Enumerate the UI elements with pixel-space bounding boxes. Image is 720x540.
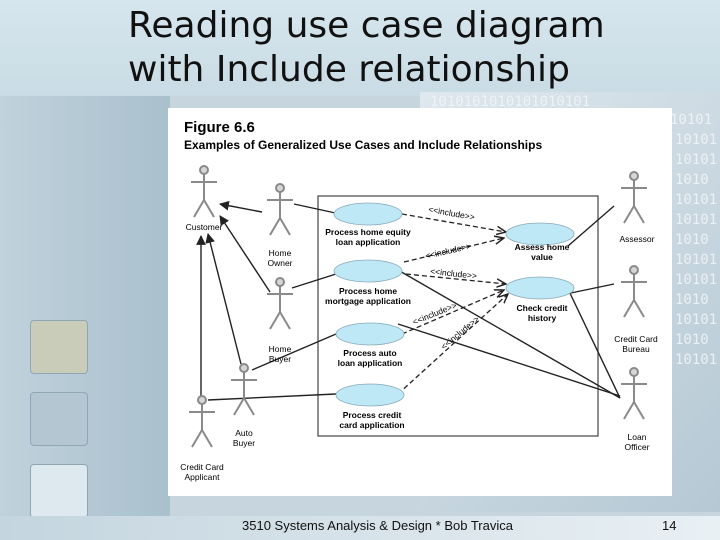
- svg-text:Buyer: Buyer: [269, 354, 291, 364]
- use-case-assess-home-value: Assess home value: [505, 222, 575, 262]
- use-case-process-auto-loan: Process auto loan application: [335, 322, 405, 368]
- svg-text:history: history: [528, 313, 557, 323]
- use-case-diagram-figure: Figure 6.6 Examples of Generalized Use C…: [168, 108, 672, 496]
- actor-home-owner: Home Owner: [267, 183, 293, 268]
- svg-text:mortgage application: mortgage application: [325, 296, 411, 306]
- svg-text:loan application: loan application: [336, 237, 401, 247]
- svg-text:card application: card application: [339, 420, 404, 430]
- footer-text: 3510 Systems Analysis & Design * Bob Tra…: [242, 518, 513, 533]
- use-case-check-credit-history: Check credit history: [505, 276, 575, 323]
- svg-text:loan application: loan application: [338, 358, 403, 368]
- decorative-square-1: [30, 320, 88, 374]
- svg-text:Check credit: Check credit: [516, 303, 567, 313]
- association-lines: [207, 203, 621, 401]
- svg-text:Auto: Auto: [235, 428, 253, 438]
- svg-text:Assessor: Assessor: [620, 234, 655, 244]
- svg-text:Owner: Owner: [267, 258, 292, 268]
- slide-title: Reading use case diagram with Include re…: [128, 4, 605, 92]
- decorative-square-3: [30, 464, 88, 518]
- use-case-process-home-mortgage: Process home mortgage application: [325, 259, 411, 306]
- include-label-5: <<include>>: [439, 314, 481, 352]
- actor-auto-buyer: Auto Buyer: [231, 363, 257, 448]
- figure-label: Figure 6.6: [184, 119, 255, 136]
- svg-text:Credit Card: Credit Card: [614, 334, 658, 344]
- svg-text:Credit Card: Credit Card: [180, 462, 224, 472]
- actor-loan-officer: Loan Officer: [621, 367, 650, 452]
- include-label-3: <<include>>: [430, 266, 478, 281]
- slide-title-line-1: Reading use case diagram: [128, 5, 605, 46]
- include-label-2: <<include>>: [424, 241, 472, 261]
- decorative-square-2: [30, 392, 88, 446]
- use-case-process-credit-card: Process credit card application: [335, 383, 405, 430]
- svg-text:Buyer: Buyer: [233, 438, 255, 448]
- footer-bar: [0, 516, 720, 540]
- svg-text:value: value: [531, 252, 553, 262]
- include-relationship-lines: [397, 213, 508, 395]
- svg-text:Assess home: Assess home: [515, 242, 570, 252]
- actor-customer: Customer: [186, 165, 223, 232]
- slide-header: [0, 0, 720, 96]
- svg-text:Process home equity: Process home equity: [325, 227, 411, 237]
- left-decorative-band: [0, 96, 170, 516]
- svg-text:Officer: Officer: [625, 442, 650, 452]
- use-case-process-home-equity: Process home equity loan application: [325, 202, 411, 247]
- use-case-diagram: Figure 6.6 Examples of Generalized Use C…: [180, 119, 658, 482]
- include-label-4: <<include>>: [411, 300, 458, 327]
- system-boundary: [317, 195, 599, 437]
- figure-caption: Examples of Generalized Use Cases and In…: [184, 138, 542, 152]
- svg-text:Process home: Process home: [339, 286, 397, 296]
- slide-title-line-2: with Include relationship: [128, 49, 570, 90]
- generalization-lines: [196, 200, 271, 396]
- svg-text:Process credit: Process credit: [343, 410, 402, 420]
- actor-credit-card-bureau: Credit Card Bureau: [614, 265, 658, 354]
- svg-text:Home: Home: [269, 344, 292, 354]
- svg-text:Customer: Customer: [186, 222, 223, 232]
- svg-text:Applicant: Applicant: [185, 472, 221, 482]
- svg-text:Bureau: Bureau: [622, 344, 650, 354]
- svg-text:Process auto: Process auto: [343, 348, 396, 358]
- actor-assessor: Assessor: [620, 171, 655, 244]
- slide-number: 14: [662, 518, 677, 533]
- svg-text:Loan: Loan: [628, 432, 647, 442]
- actor-home-buyer: Home Buyer: [267, 277, 293, 364]
- svg-text:Home: Home: [269, 248, 292, 258]
- actor-credit-card-applicant: Credit Card Applicant: [180, 395, 224, 482]
